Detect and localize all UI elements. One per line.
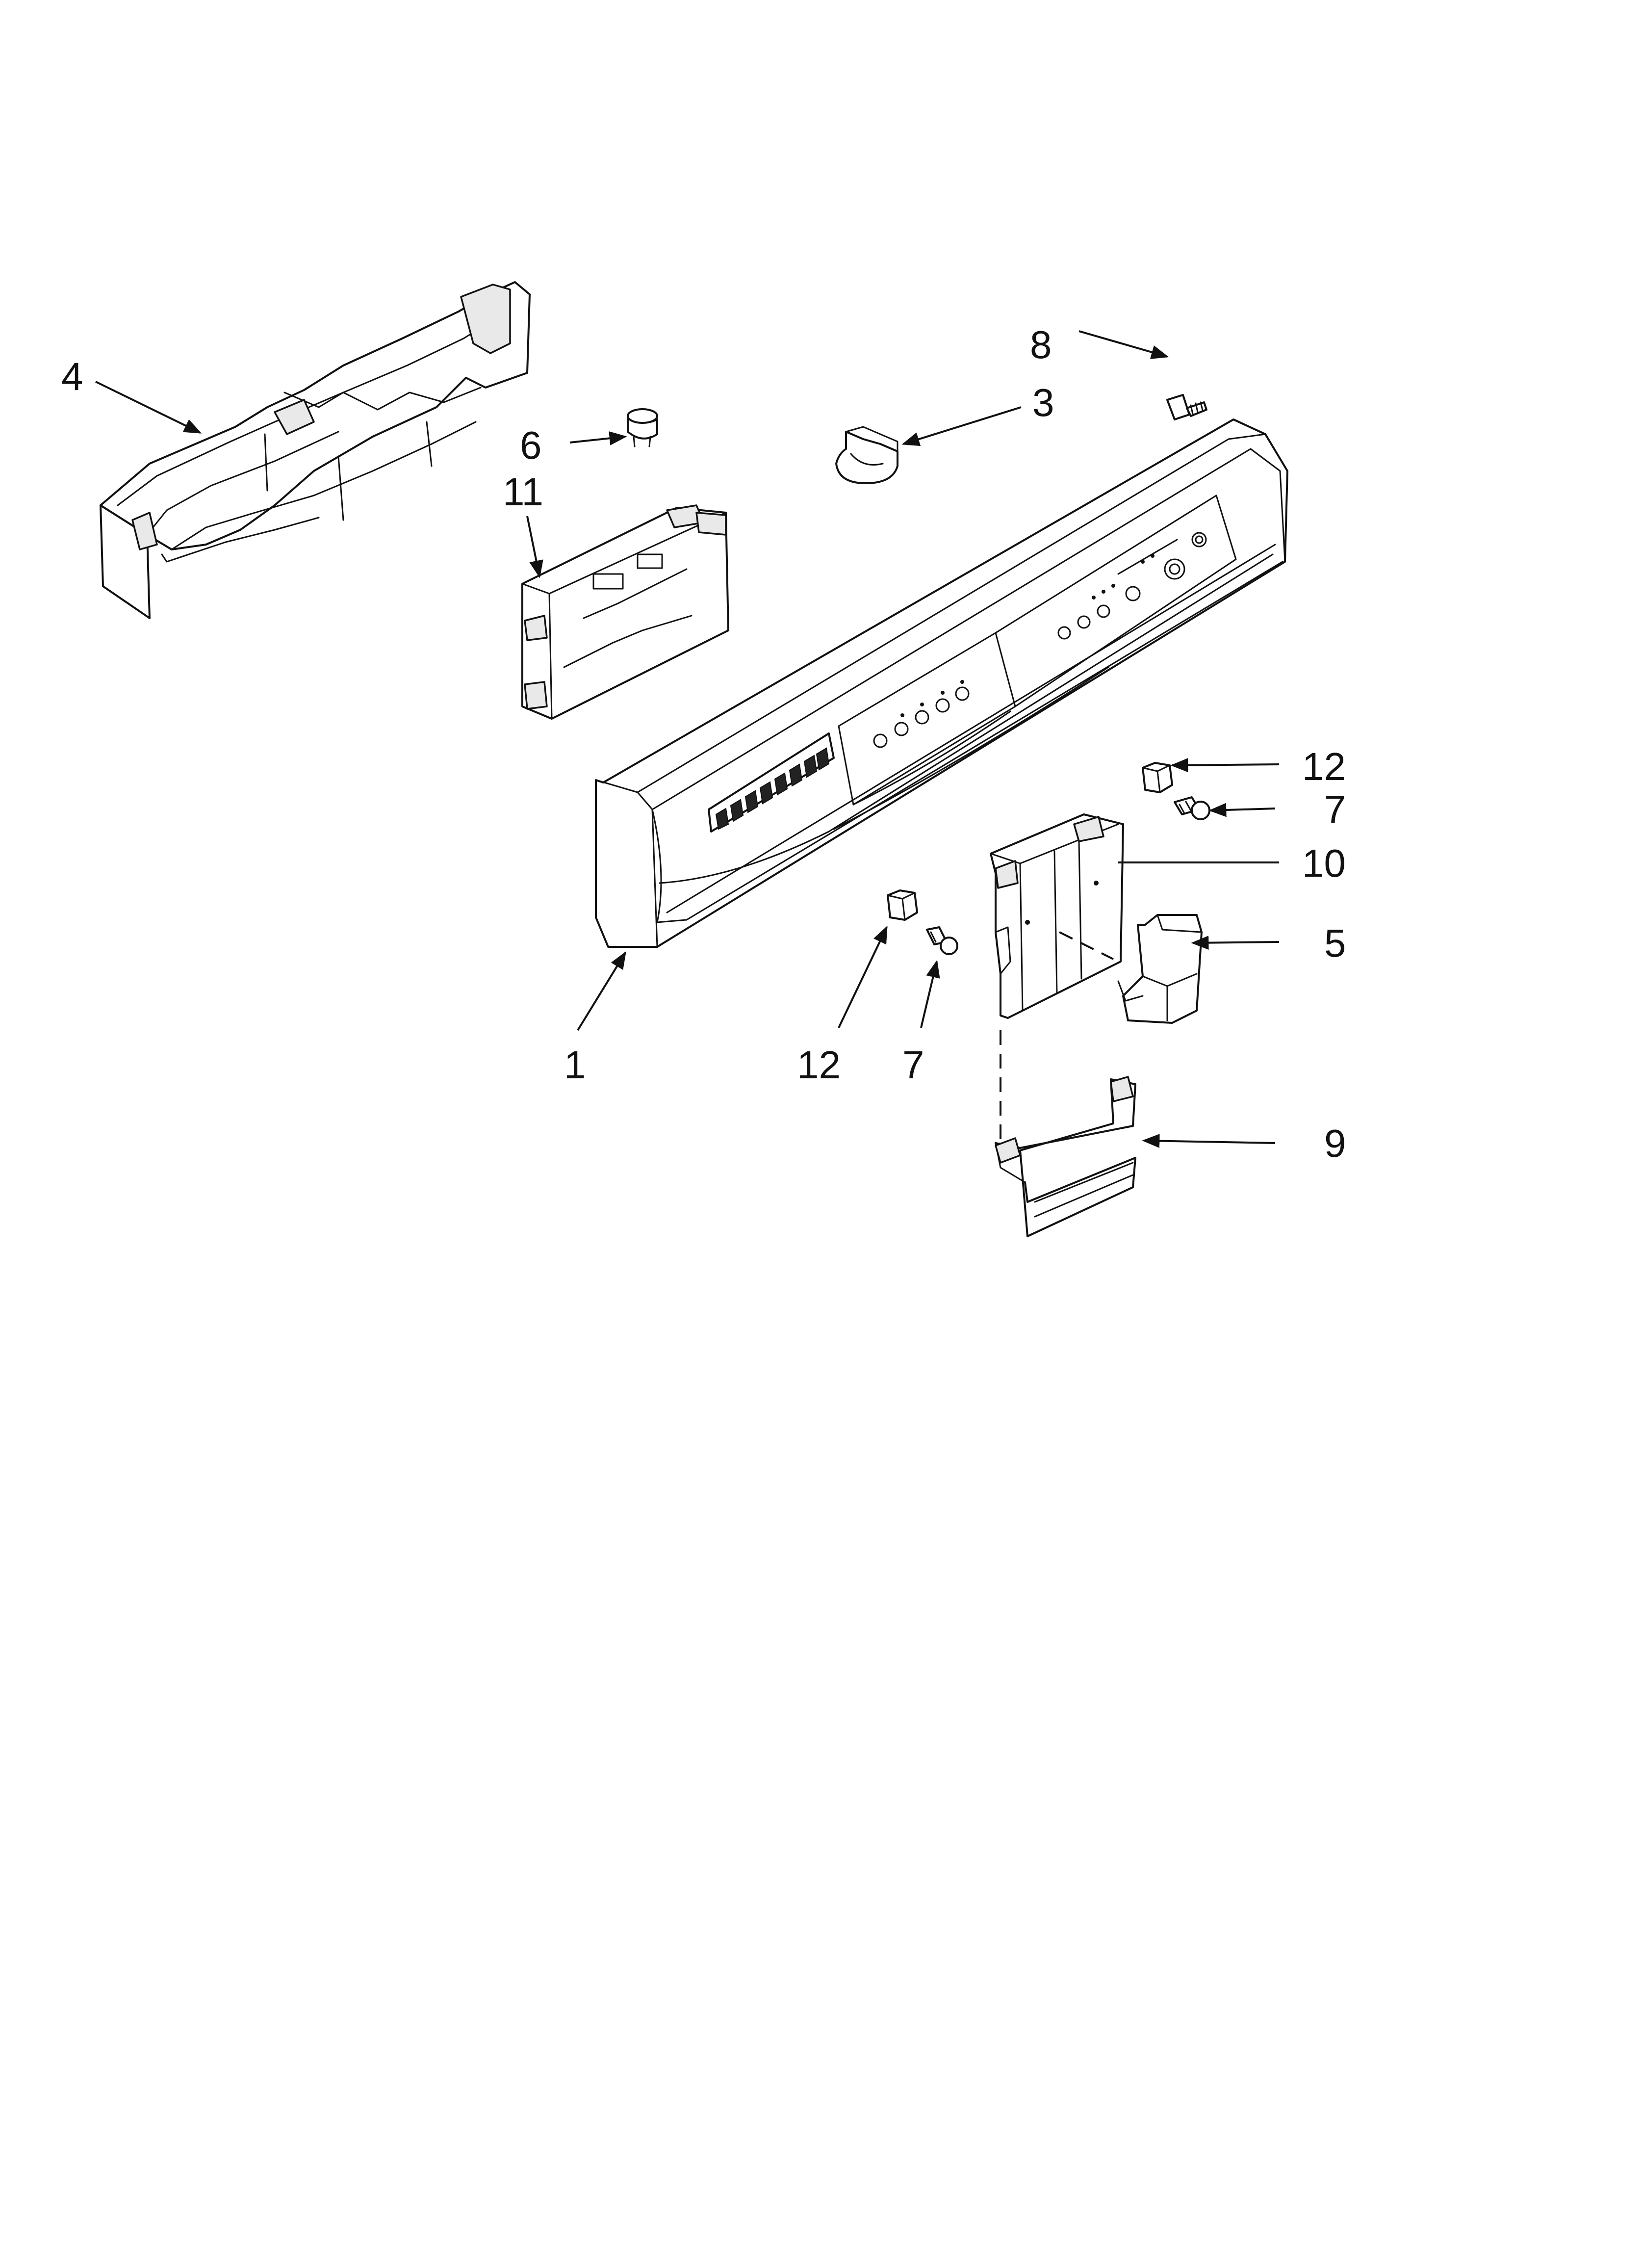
callout-5: 5: [1324, 921, 1346, 965]
part-11-control-board: [521, 504, 729, 720]
callout-12-left: 12: [797, 1043, 841, 1087]
callout-9: 9: [1324, 1121, 1346, 1165]
part-6-button: [627, 408, 658, 447]
part-8-screw: [1166, 394, 1207, 420]
part-12-latch-right: [1142, 762, 1173, 793]
part-3-clip: [835, 426, 898, 484]
part-5-clip: [1117, 914, 1203, 1024]
part-7-screw-right: [1174, 796, 1210, 820]
callout-8: 8: [1030, 323, 1052, 366]
part-12-latch-left: [887, 889, 918, 921]
callout-10: 10: [1302, 841, 1346, 885]
callout-7-left: 7: [902, 1043, 924, 1087]
part-9-bracket: [995, 1076, 1136, 1237]
callout-labels: 4 6 11 8 3 12 7 10 5 9 1 12 7: [61, 323, 1346, 1165]
part-4-panel-cover: [100, 281, 531, 619]
callout-7-right: 7: [1324, 787, 1346, 831]
leader-lines: [95, 330, 1280, 1148]
callout-6: 6: [520, 423, 542, 467]
part-10-bracket: [990, 813, 1124, 1019]
part-7-screw-left: [926, 926, 958, 955]
callout-11: 11: [503, 470, 543, 514]
part-1-console: [595, 418, 1288, 948]
callout-4: 4: [61, 355, 83, 398]
callout-1: 1: [564, 1043, 586, 1087]
callout-3: 3: [1032, 381, 1054, 424]
callout-12-right: 12: [1302, 745, 1346, 788]
